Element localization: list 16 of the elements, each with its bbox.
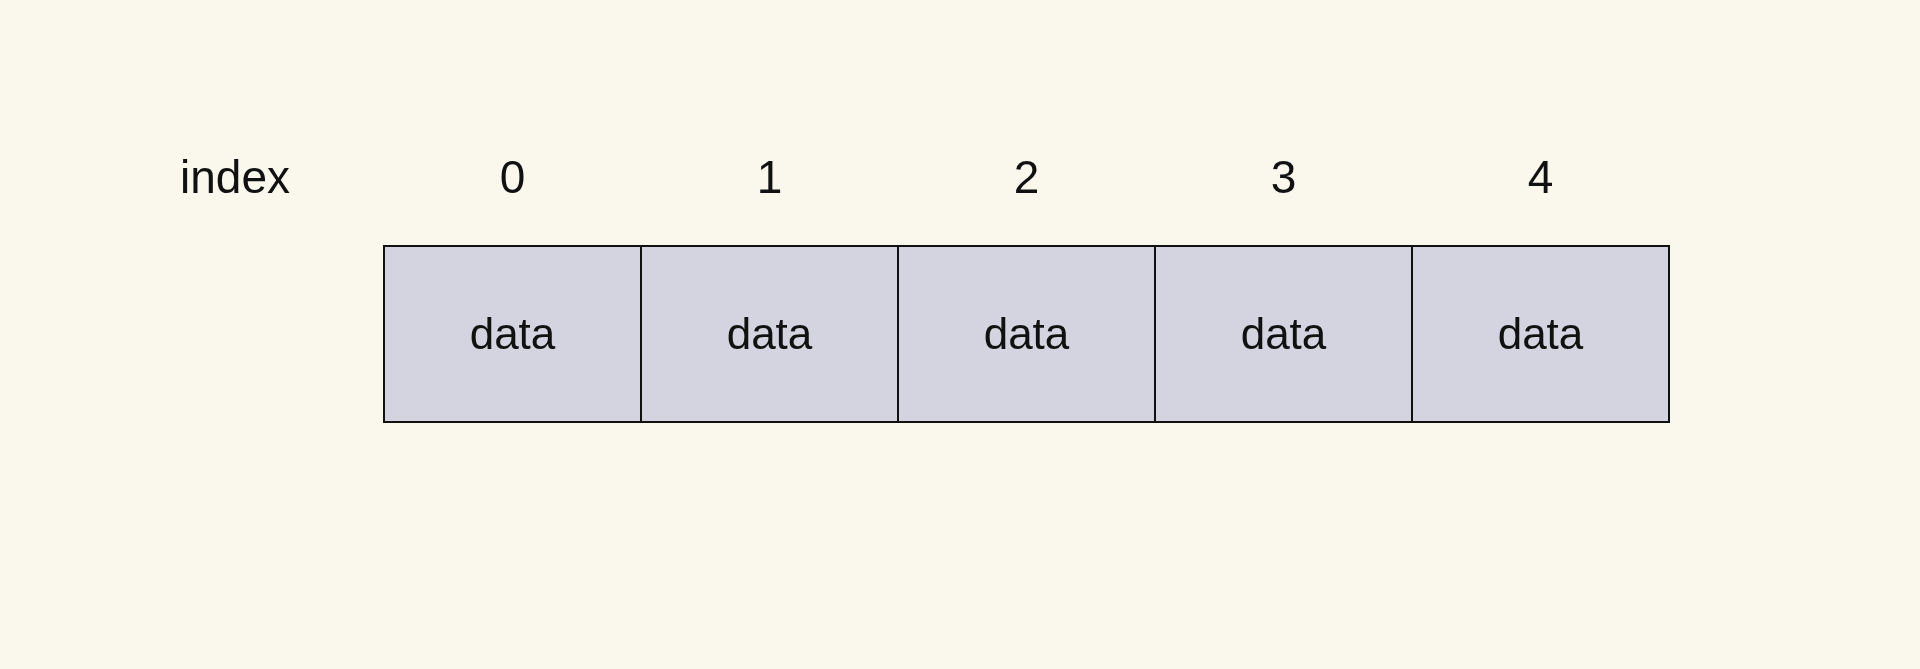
- index-number: 3: [1270, 150, 1297, 204]
- cell-text: data: [1240, 309, 1327, 359]
- row-heading: index: [180, 150, 290, 204]
- index-number: 1: [756, 150, 783, 204]
- cell-text: data: [726, 309, 813, 359]
- cell-text: data: [983, 309, 1070, 359]
- array-cell: [640, 245, 899, 423]
- array-cell: [383, 245, 642, 423]
- cell-text: data: [469, 309, 556, 359]
- cell-text: data: [1497, 309, 1584, 359]
- index-number: 2: [1013, 150, 1040, 204]
- index-number: 4: [1527, 150, 1554, 204]
- array-cell: [1411, 245, 1670, 423]
- array-cell: [897, 245, 1156, 423]
- array-cell: [1154, 245, 1413, 423]
- index-number: 0: [499, 150, 526, 204]
